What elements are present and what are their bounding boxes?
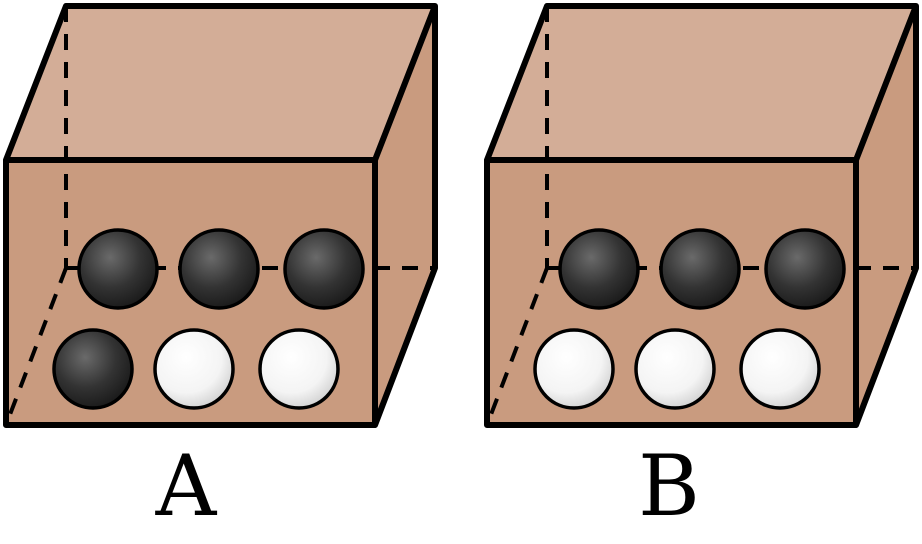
box-a-ball-bottom-3	[258, 328, 340, 410]
box-a-ball-bottom-1	[52, 328, 134, 410]
box-b-ball-top-3	[764, 228, 846, 310]
box-a-ball-top-2	[178, 228, 260, 310]
box-a: A	[3, 3, 438, 535]
box-a-visible-edges	[3, 3, 438, 428]
box-b-ball-bottom-2	[634, 328, 716, 410]
box-b-ball-bottom-1	[533, 328, 615, 410]
box-b-ball-top-2	[659, 228, 741, 310]
box-a-ball-top-3	[283, 228, 365, 310]
box-a-balls	[52, 228, 365, 410]
box-b-visible-edges	[484, 3, 919, 428]
box-a-side-face	[375, 6, 435, 425]
box-b: B	[484, 3, 919, 535]
box-b-label: B	[638, 437, 700, 535]
box-a-ball-top-1	[77, 228, 159, 310]
box-b-ball-bottom-3	[739, 328, 821, 410]
box-b-top-face	[487, 6, 916, 160]
box-b-ball-top-1	[558, 228, 640, 310]
box-b-balls	[533, 228, 846, 410]
box-b-side-face	[856, 6, 916, 425]
box-a-label: A	[155, 437, 218, 535]
box-a-ball-bottom-2	[153, 328, 235, 410]
box-a-top-face	[6, 6, 435, 160]
